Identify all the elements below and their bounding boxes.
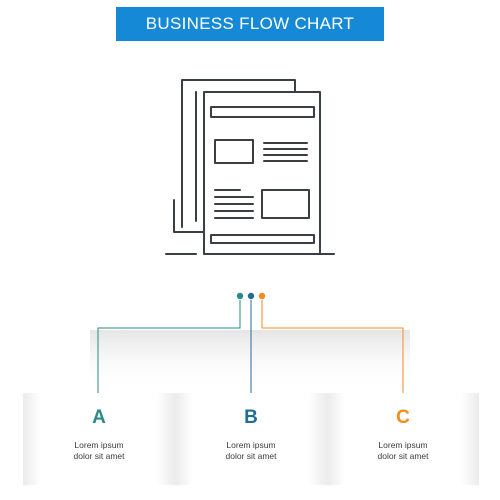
step-text-b: Lorem ipsum dolor sit amet [175,440,327,462]
step-text-b-line2: dolor sit amet [225,451,277,461]
connector-dot-a [236,292,244,300]
step-letter-c: C [396,407,410,428]
step-text-c: Lorem ipsum dolor sit amet [327,440,479,462]
step-letter-a: A [92,407,106,428]
chart-title: BUSINESS FLOW CHART [145,14,355,33]
step-text-a-line2: dolor sit amet [73,451,125,461]
step-card-b: B Lorem ipsum dolor sit amet [175,393,327,485]
step-text-c-line1: Lorem ipsum [378,440,428,450]
connector-dot-c [258,292,266,300]
step-letter-b: B [244,407,258,428]
title-banner: BUSINESS FLOW CHART [116,7,384,41]
connector-line-a [97,300,241,398]
step-text-b-line1: Lorem ipsum [226,440,276,450]
step-text-a-line1: Lorem ipsum [74,440,124,450]
step-card-c: C Lorem ipsum dolor sit amet [327,393,479,485]
connector-dot-b [247,292,255,300]
step-card-a: A Lorem ipsum dolor sit amet [23,393,175,485]
step-text-a: Lorem ipsum dolor sit amet [23,440,175,462]
connector-line-c [261,300,404,398]
newspaper-icon [165,79,335,255]
step-text-c-line2: dolor sit amet [377,451,429,461]
